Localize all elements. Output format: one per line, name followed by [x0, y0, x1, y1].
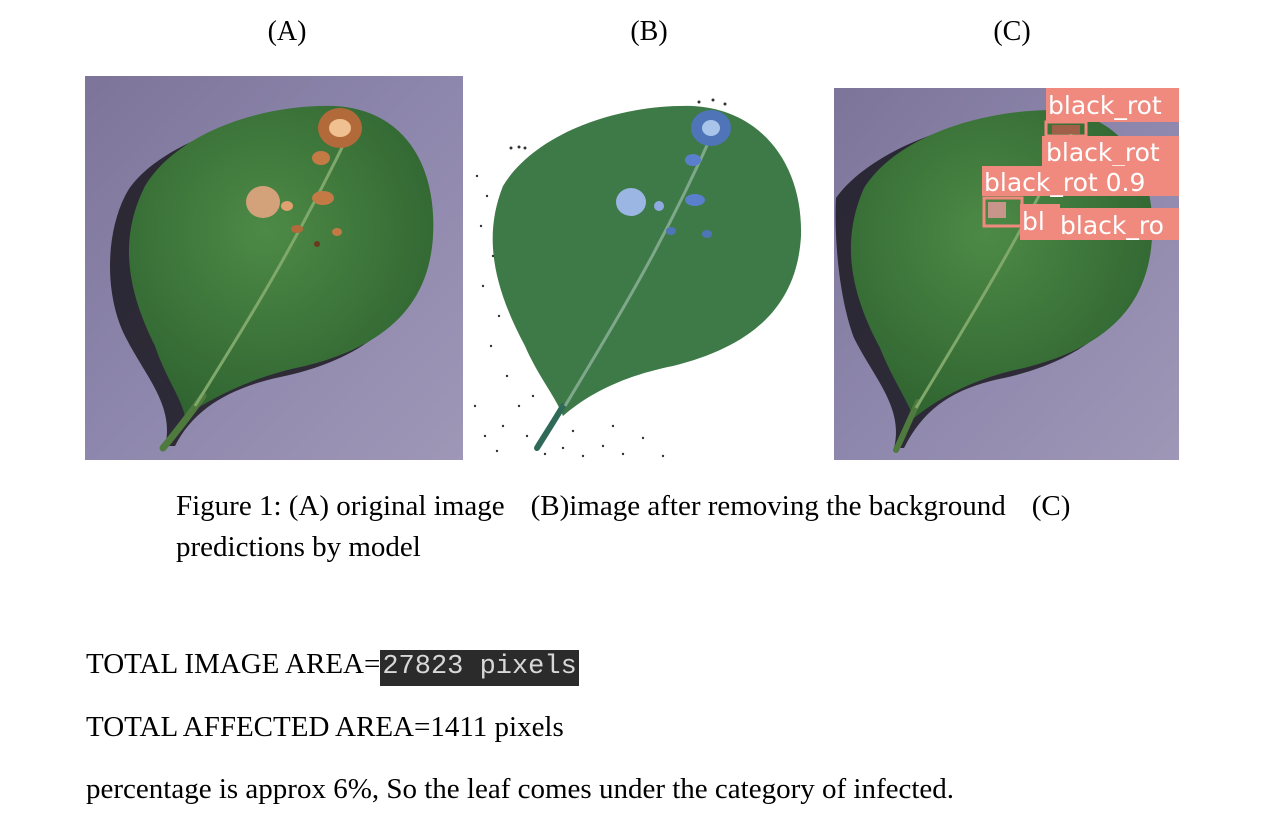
panel-label-a: (A) — [267, 16, 307, 47]
detection-box-3: black_rot 0.9 — [982, 166, 1179, 197]
detection-box-2: black_rot — [1042, 136, 1179, 167]
caption-line-2: predictions by model — [176, 531, 421, 563]
caption-part-b: (B)image after removing the background — [530, 490, 1006, 522]
svg-text:black_ro: black_ro — [1060, 211, 1164, 240]
svg-text:black_rot: black_rot — [1046, 138, 1160, 167]
total-image-area: TOTAL IMAGE AREA=27823 pixels — [86, 648, 579, 686]
caption-part-c: (C) — [1031, 490, 1071, 522]
prediction-image: black_rot black_rot black_rot 0.9 bl bla… — [834, 88, 1179, 460]
total-affected-area: TOTAL AFFECTED AREA=1411 pixels — [86, 711, 564, 743]
detection-box-1: black_rot — [1046, 88, 1179, 122]
svg-text:black_rot 0.9: black_rot 0.9 — [984, 168, 1145, 197]
detection-box-5: black_ro — [1056, 208, 1179, 240]
infection-conclusion: percentage is approx 6%, So the leaf com… — [86, 773, 955, 805]
original-leaf-image — [85, 76, 463, 460]
total-area-value: 27823 pixels — [380, 650, 579, 686]
figure-caption: Figure 1: (A) original image (B)image aft… — [176, 486, 1136, 568]
panel-label-b: (B) — [630, 16, 668, 47]
caption-part-a: Figure 1: (A) original image — [176, 490, 505, 522]
svg-text:black_rot: black_rot — [1048, 91, 1162, 120]
background-removed-image — [463, 76, 813, 462]
total-area-label: TOTAL IMAGE AREA= — [86, 648, 381, 680]
panel-label-c: (C) — [993, 16, 1031, 47]
detection-box-4: bl — [1020, 204, 1060, 240]
svg-text:bl: bl — [1022, 207, 1045, 236]
